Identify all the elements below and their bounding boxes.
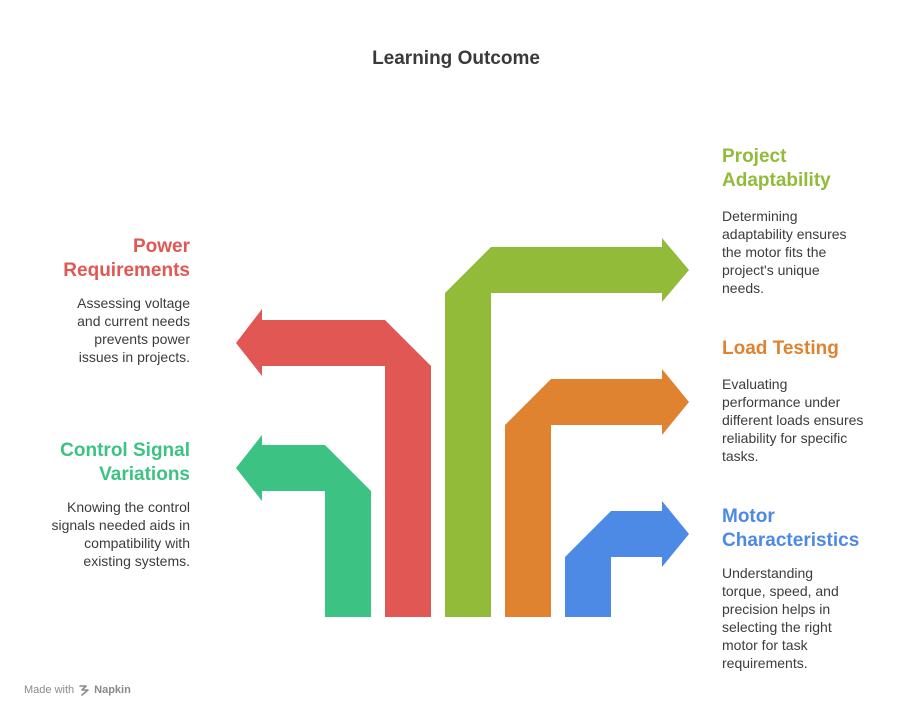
motor-characteristics-arrow [565,501,689,617]
power-description: Assessing voltage and current needs prev… [77,295,190,365]
load-heading: Load Testing [722,338,839,359]
made-with-label: Made with [24,684,75,696]
control-arrow-head [236,435,371,501]
load-arrow-stem [505,425,551,617]
load-arrow-head [505,369,689,435]
power-arrow-head [236,309,431,376]
napkin-brand-label: Napkin [94,684,131,696]
control-signal-arrow [236,435,371,617]
project-description: Determining adaptability ensures the mot… [722,208,847,296]
project-arrow-head [445,238,689,302]
motor-heading: Motor Characteristics [722,506,860,551]
power-requirements-arrow [236,309,431,617]
control-heading: Control Signal Variations [60,440,190,485]
motor-description: Understanding torque, speed, and precisi… [722,565,839,671]
motor-arrow-head [565,501,689,567]
power-heading: Power Requirements [63,236,190,281]
diagram-title: Learning Outcome [372,48,540,69]
napkin-logo-icon [79,685,89,696]
footer-attribution: Made with Napkin [24,684,131,696]
project-arrow-stem [445,293,491,617]
project-heading: Project Adaptability [722,146,831,191]
project-adaptability-arrow [445,238,689,617]
load-testing-arrow [505,369,689,617]
control-description: Knowing the control signals needed aids … [51,499,190,569]
control-arrow-stem [325,491,371,617]
motor-arrow-stem [565,557,611,617]
load-description: Evaluating performance under different l… [722,376,864,464]
power-arrow-stem [385,366,431,617]
